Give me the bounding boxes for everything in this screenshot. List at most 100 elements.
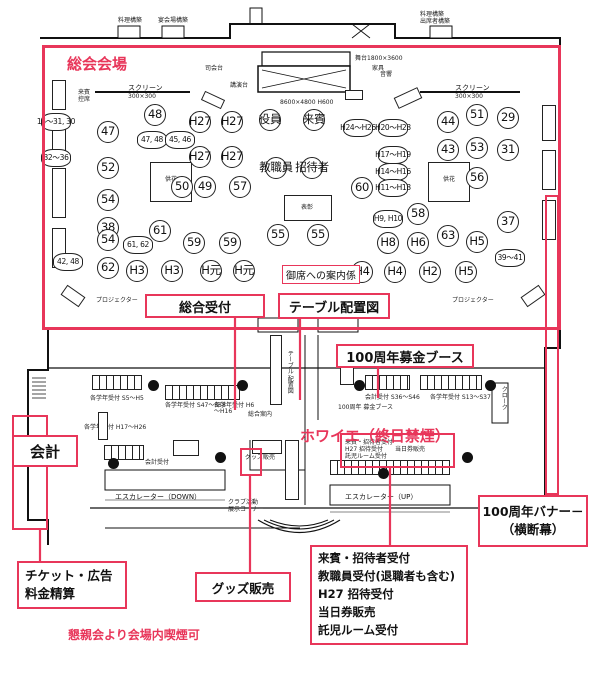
round-table: H2 [419, 261, 441, 283]
round-table: H8 [377, 232, 399, 254]
counter-1 [92, 375, 142, 390]
accounting-frame [12, 415, 48, 530]
top-right-b-label: 出席者構築 [420, 18, 451, 25]
escalator-up-label: エスカレーター（UP） [345, 493, 418, 501]
ticket-callout-line-2: 料金精算 [25, 586, 76, 601]
sofa-right-2 [542, 150, 556, 190]
screen-right-label: スクリーン [455, 84, 490, 92]
anniversary-booth-callout: 100周年募金ブース [336, 344, 474, 368]
guest-sign-b: H27 招待受付 [345, 446, 384, 453]
guest-sign-a: 来賓・招待者受付 [345, 439, 394, 446]
round-table: H元 [200, 260, 222, 282]
table-layout-callout: テーブル配置図 [278, 293, 390, 319]
general-reception-callout: 総合受付 [145, 294, 265, 318]
pillar-3 [354, 380, 365, 391]
foyer-booth-block [270, 335, 282, 405]
counter-2 [165, 385, 240, 400]
counter-5 [104, 445, 144, 460]
guest-callout-line-3: H27 招待受付 [318, 587, 394, 602]
guest-callout-line-4: 当日券販売 [318, 604, 376, 619]
round-table: 59 [219, 232, 241, 254]
club-corner-b: 展示コーナー [228, 506, 265, 513]
round-table: 役員 [259, 109, 282, 131]
guest-callout-line-1: 来賓・招待者受付 [318, 551, 410, 566]
round-table: 32～36 [41, 149, 71, 167]
kaoku-label: 家具 [372, 65, 385, 72]
round-table: 15～31, 30 [37, 113, 75, 131]
counter-sign-small: 各学年受付 H17～H26 [84, 424, 147, 431]
accounting-callout: 会計 [12, 435, 78, 467]
guest-sign-d: 託児ルーム受付 [345, 453, 387, 460]
round-table: 31 [497, 139, 519, 161]
banner-callout: 100周年バナー－ （横断幕） [478, 495, 588, 547]
round-table: 57 [229, 176, 251, 198]
guest-callout-line-5: 託児ルーム受付 [318, 622, 399, 637]
round-table: H11～H13 [375, 179, 411, 197]
hall-frame [42, 45, 561, 330]
counter-3 [365, 375, 410, 390]
podium-box [345, 90, 363, 100]
round-table: 52 [97, 157, 119, 179]
projector-left-label: プロジェクター [96, 297, 138, 304]
round-table: 49 [194, 176, 216, 198]
pillar-1 [148, 380, 159, 391]
round-table: H27 [189, 146, 212, 168]
counter-label-1: 各学年受付 S5～H5 [90, 395, 144, 402]
foyer-title: ホワイエ（終日禁煙） [300, 427, 450, 445]
round-table: 59 [183, 232, 205, 254]
seat-guide-label: 御席への案内係 [282, 265, 360, 284]
pillar-8 [462, 452, 473, 463]
round-table: 55 [267, 224, 289, 246]
sofa-left-3 [52, 168, 66, 218]
guest-sign-c: 当日券販売 [395, 446, 426, 453]
round-table: H6 [407, 232, 429, 254]
lectern-label: 講演台 [230, 82, 249, 89]
round-table: 58 [407, 203, 429, 225]
round-table: 54 [97, 229, 119, 251]
round-table: H5 [455, 261, 477, 283]
top-right-a-label: 料理構築 [420, 11, 445, 18]
sofa-left-1 [52, 80, 66, 110]
round-table: 29 [497, 107, 519, 129]
round-table: 来賓 [303, 109, 326, 131]
stage-size-label: 8600×4800 H600 [280, 99, 334, 106]
round-table: H3 [126, 260, 148, 282]
cloak-label: クローク [500, 386, 508, 410]
round-table: 45, 46 [165, 131, 195, 149]
escalator-down-label: エスカレーター（DOWN） [115, 493, 202, 501]
round-table: 47 [97, 121, 119, 143]
pillar-4 [485, 380, 496, 391]
guest-callout-line-2: 教職員受付(退職者も含む) [318, 569, 456, 584]
guest-frame [340, 433, 455, 468]
round-table: 43 [437, 139, 459, 161]
round-table: H27 [189, 111, 212, 133]
stage-note-label: 舞台1800×3600 [355, 55, 403, 62]
screen-left-label: スクリーン [128, 84, 163, 92]
round-table: 教職員 [259, 157, 293, 179]
round-table: 48 [144, 104, 166, 126]
pillar-7 [378, 468, 389, 479]
pillar-2 [237, 380, 248, 391]
round-table: 44 [437, 111, 459, 133]
round-table: H20～H23 [375, 119, 411, 137]
award-table: 表彰 [284, 195, 332, 221]
round-table: H27 [221, 146, 244, 168]
sofa-right-1 [542, 105, 556, 141]
round-table: H9, H10 [373, 210, 403, 228]
top-left-a-label: 料理構築 [118, 17, 143, 24]
round-table: H4 [384, 261, 406, 283]
hall-title: 総会会場 [65, 53, 130, 74]
round-table: H3 [161, 260, 183, 282]
flower-left-label: 供花 [165, 176, 178, 183]
fund-sign-label: 会計受付 [145, 459, 170, 466]
round-table: 42, 48 [53, 253, 83, 271]
round-table: 61, 62 [123, 236, 153, 254]
smoking-note: 懇親会より会場内喫煙可 [68, 628, 200, 642]
round-table: 60 [351, 177, 373, 199]
top-left-b-label: 宴会場構築 [158, 17, 189, 24]
round-table: 55 [307, 224, 329, 246]
foyer-sofa-1 [98, 412, 108, 440]
pillar-6 [215, 452, 226, 463]
speaker-label: 音響 [380, 71, 393, 78]
